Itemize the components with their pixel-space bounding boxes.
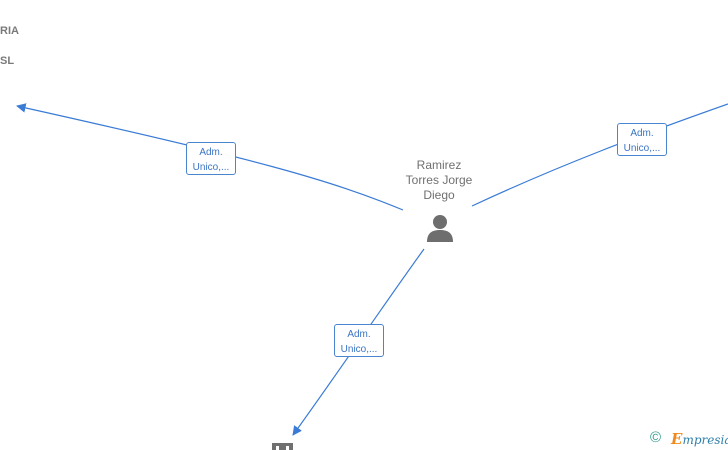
person-name-line1: Ramirez [416,158,462,172]
person-name-line2: Torres Jorge [405,173,473,187]
company-top-left-name-line2[interactable]: SL [0,55,15,67]
edge-label-line2: Unico,... [340,344,378,355]
edge-label-right[interactable]: Adm. Unico,... [617,123,667,156]
edge-label-top-left[interactable]: Adm. Unico,... [186,142,236,175]
empresia-logo[interactable]: Empresia [671,430,728,448]
edge-label-line1: Adm. [630,128,654,139]
edge-person-to-company-right[interactable] [471,103,728,207]
company-top-left-name-line1[interactable]: RIA [0,25,19,37]
edge-label-line2: Unico,... [192,162,230,173]
edge-label-line1: Adm. [199,147,223,158]
brand-initial: E [671,430,683,448]
edge-label-bottom[interactable]: Adm. Unico,... [334,324,384,357]
person-name[interactable]: Ramirez Torres Jorge Diego [398,158,480,203]
brand-rest: mpresia [682,433,728,447]
edge-label-line2: Unico,... [623,143,661,154]
person-icon[interactable] [427,215,453,242]
edge-person-to-company-top-left[interactable] [16,103,404,211]
edge-label-line1: Adm. [347,329,371,340]
person-name-line3: Diego [423,188,455,202]
copyright-icon: © [650,429,662,446]
building-icon[interactable] [272,443,293,450]
